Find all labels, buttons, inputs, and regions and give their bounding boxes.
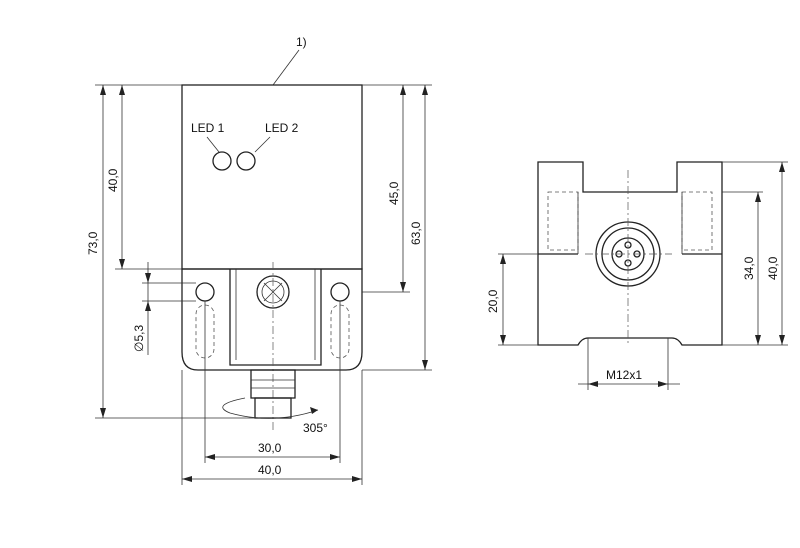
mounting-hole-left <box>195 282 215 302</box>
dim-arrow <box>755 192 761 202</box>
dim-width: 40,0 <box>258 463 282 477</box>
dim-arrow <box>205 454 215 460</box>
led1-label: LED 1 <box>191 121 225 135</box>
led2-leader <box>254 136 271 153</box>
led2-indicator <box>236 151 256 171</box>
dim-45: 45,0 <box>387 181 401 205</box>
dim-arrow <box>400 85 406 95</box>
dim-arrow <box>100 408 106 418</box>
screw-cross <box>263 282 283 302</box>
front-view: 1) LED 1 LED 2 305° <box>86 35 432 485</box>
dim-overall-height: 73,0 <box>86 231 100 255</box>
dim-arrow <box>100 85 106 95</box>
side-view: 20,0 34,0 40,0 M12x1 <box>486 161 788 390</box>
led1-leader <box>206 136 220 153</box>
dim-arrow <box>422 85 428 95</box>
dim-arrow <box>330 454 340 460</box>
dim-63: 63,0 <box>409 221 423 245</box>
dim-hole-diameter: ∅5,3 <box>132 325 146 352</box>
rotation-arrow <box>310 407 318 414</box>
dim-side-20: 20,0 <box>486 289 500 313</box>
note-marker: 1) <box>296 35 307 49</box>
led2-label: LED 2 <box>265 121 299 135</box>
mounting-hole-right <box>330 282 350 302</box>
dim-arrow <box>779 335 785 345</box>
dim-upper-height: 40,0 <box>106 168 120 192</box>
dim-arrow <box>779 162 785 172</box>
side-pocket-left <box>547 191 579 251</box>
dim-arrow <box>588 381 598 387</box>
front-base <box>181 268 363 371</box>
rotation-label: 305° <box>303 421 328 435</box>
dim-arrow <box>422 360 428 370</box>
dim-arrow <box>119 85 125 95</box>
rotation-arc <box>222 397 319 419</box>
dim-arrow <box>145 273 151 283</box>
dim-arrow <box>500 254 506 264</box>
led1-indicator <box>212 151 232 171</box>
dim-arrow <box>352 476 362 482</box>
dim-arrow <box>500 335 506 345</box>
screw-head <box>256 275 290 309</box>
dim-arrow <box>400 282 406 292</box>
dim-arrow <box>658 381 668 387</box>
dim-side-40: 40,0 <box>766 256 780 280</box>
dim-arrow <box>145 301 151 311</box>
dim-arrow <box>119 259 125 269</box>
connector-block <box>229 269 322 366</box>
dim-thread: M12x1 <box>606 368 642 382</box>
dim-hole-spacing: 30,0 <box>258 441 282 455</box>
dim-arrow <box>182 476 192 482</box>
dim-arrow <box>755 335 761 345</box>
note-leader <box>272 49 300 86</box>
dim-side-34: 34,0 <box>742 256 756 280</box>
side-pocket-right <box>681 191 713 251</box>
front-housing <box>181 84 363 270</box>
